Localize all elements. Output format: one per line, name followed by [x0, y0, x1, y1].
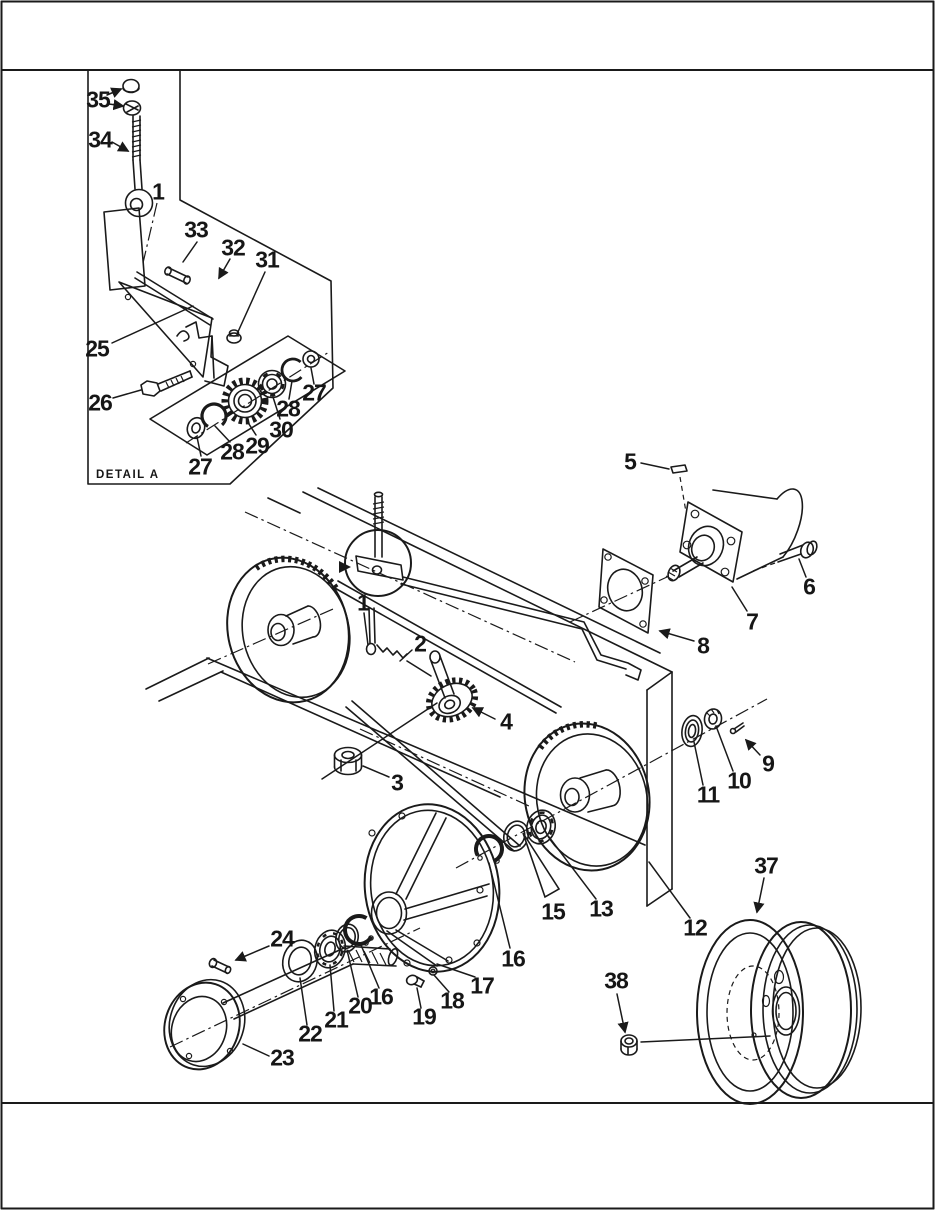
- bolt-6: [752, 540, 818, 572]
- idler-arm: [429, 650, 455, 699]
- pin-33: [164, 266, 191, 285]
- callout-4: 4: [500, 708, 513, 735]
- callout-3: 3: [391, 769, 404, 796]
- callout-1-main: 1: [357, 589, 370, 616]
- callout-23: 23: [270, 1044, 295, 1071]
- callout-15: 15: [541, 898, 566, 925]
- detail-circle-a: [339, 491, 412, 597]
- washer-18: [428, 966, 438, 976]
- belt: [332, 580, 562, 852]
- circle-a-marker: [339, 561, 351, 573]
- callout-1-detail: 1: [152, 178, 165, 205]
- cover-17: [363, 803, 501, 973]
- eyebolt-34: [122, 78, 154, 218]
- callout-28-left: 28: [220, 438, 245, 465]
- callout-5: 5: [624, 448, 637, 475]
- lug-nut-38: [620, 1034, 638, 1056]
- callout-35: 35: [86, 86, 111, 113]
- callout-21: 21: [324, 1006, 349, 1033]
- callout-9: 9: [762, 750, 775, 777]
- snap-ring-28-right: [280, 357, 306, 383]
- roll-pin-24: [208, 957, 232, 975]
- leader-flag-15: [522, 832, 561, 899]
- callout-17: 17: [470, 972, 495, 999]
- nut-3: [333, 746, 363, 776]
- bearing-21: [313, 929, 347, 969]
- tension-bar: [400, 576, 642, 681]
- callout-12: 12: [683, 914, 708, 941]
- callout-24: 24: [270, 925, 295, 952]
- callout-29: 29: [245, 432, 270, 459]
- callout-32: 32: [221, 234, 246, 261]
- callout-18: 18: [440, 987, 465, 1014]
- callout-38: 38: [604, 967, 629, 994]
- callout-31: 31: [255, 246, 280, 273]
- bearing-30: [257, 369, 287, 399]
- detail-a-inset: [87, 70, 346, 485]
- callout-10: 10: [727, 767, 752, 794]
- nut-10: [703, 708, 723, 730]
- callout-2: 2: [414, 630, 427, 657]
- main-assembly: [145, 464, 862, 1105]
- callout-16-lower: 16: [369, 983, 394, 1010]
- callout-37: 37: [754, 852, 779, 879]
- callout-30: 30: [269, 416, 294, 443]
- idler-sprocket-4: [425, 677, 479, 723]
- bearing-13: [525, 809, 557, 845]
- washer-27-left: [186, 416, 206, 440]
- washer-22: [281, 939, 319, 983]
- drive-pulley: [226, 555, 351, 704]
- callout-22: 22: [298, 1020, 323, 1047]
- frame-panel: [646, 671, 673, 907]
- snap-ring-28-left: [200, 402, 228, 430]
- callout-20: 20: [348, 992, 373, 1019]
- callout-19: 19: [412, 1003, 437, 1030]
- gasket-plate-8: [598, 548, 654, 634]
- callout-8: 8: [697, 632, 710, 659]
- callout-11: 11: [696, 781, 720, 808]
- callout-16-upper: 16: [501, 945, 526, 972]
- washer-11: [681, 714, 703, 748]
- sprocket-29: [221, 377, 269, 425]
- callout-26: 26: [88, 389, 113, 416]
- fitting-31: [226, 329, 242, 344]
- key-5: [670, 464, 688, 513]
- axle-shaft-23: [163, 927, 421, 1071]
- callout-27-left: 27: [188, 453, 213, 480]
- callout-28-right: 28: [276, 395, 301, 422]
- ring-20: [334, 923, 360, 953]
- callout-13: 13: [589, 895, 614, 922]
- snap-ring-16-lower: [342, 914, 375, 946]
- detail-a-label: DETAIL A: [96, 469, 160, 481]
- callout-7: 7: [746, 608, 759, 635]
- pin-9: [729, 722, 745, 735]
- callout-33: 33: [184, 216, 209, 243]
- hydraulic-motor-7: [569, 488, 804, 623]
- detail-plate: [149, 335, 346, 456]
- wheel-37: [696, 919, 862, 1105]
- callout-6: 6: [803, 573, 816, 600]
- callout-27-right: 27: [302, 379, 327, 406]
- callout-25: 25: [85, 335, 110, 362]
- nut-27-right: [302, 350, 320, 368]
- callout-34: 34: [88, 126, 113, 153]
- leader-lines: [106, 87, 807, 1057]
- bolt-19: [405, 974, 425, 988]
- bolt-26: [140, 370, 193, 397]
- lever-25: [103, 207, 229, 387]
